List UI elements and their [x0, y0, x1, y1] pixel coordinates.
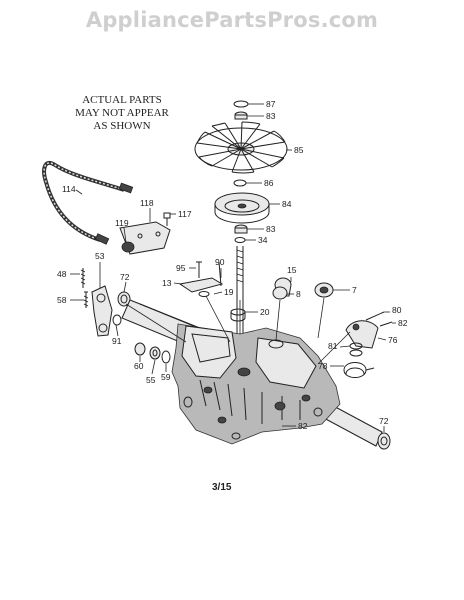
callout-label: 81	[328, 341, 338, 351]
bypass-cable-114	[42, 161, 125, 242]
callout-label: 114	[62, 184, 76, 194]
callout-label: 95	[176, 263, 186, 273]
clip-119	[121, 241, 135, 253]
bolt-95	[196, 261, 202, 278]
bolt-117	[163, 212, 171, 226]
page-number: 3/15	[212, 482, 232, 493]
watermark: AppliancePartsPros.com	[85, 8, 379, 32]
callout-label: 86	[264, 178, 274, 188]
cable-assembly	[42, 161, 171, 255]
callout-label: 83	[266, 224, 276, 234]
callout-label: 118	[140, 198, 154, 208]
callout-label: 34	[258, 235, 268, 245]
bushing-60	[134, 342, 146, 356]
bushing-83-lower-body	[234, 227, 248, 234]
callout-label: 82	[298, 421, 308, 431]
callout-label: 7	[352, 285, 357, 295]
pulley-84	[214, 192, 270, 224]
bushing-83-top-body	[234, 114, 248, 120]
washer-55	[149, 346, 161, 360]
callout-label: 87	[266, 99, 276, 109]
callout-label: 90	[215, 257, 225, 267]
callout-label: 91	[112, 336, 122, 346]
housing-right-block	[255, 337, 317, 389]
callout-label: 58	[57, 295, 67, 305]
housing-upper-block	[181, 325, 237, 379]
pin-80	[365, 311, 385, 321]
callout-label: 78	[318, 361, 328, 371]
o-ring-91	[112, 314, 122, 326]
callout-label: 55	[146, 375, 156, 385]
callout-label: 119	[115, 218, 129, 228]
cooling-fan-85	[194, 121, 288, 174]
callout-label: 85	[294, 145, 304, 155]
cap-8	[272, 286, 288, 300]
ring-19	[198, 291, 210, 297]
retaining-ring-87	[233, 100, 249, 108]
seal-72-right	[377, 432, 391, 450]
right-side-parts	[343, 311, 393, 378]
notice-line: ACTUAL PARTS	[82, 94, 162, 106]
callout-label: 59	[161, 372, 171, 382]
transaxle-housing	[121, 299, 391, 450]
callout-label: 82	[398, 318, 408, 328]
callout-label: 53	[95, 251, 105, 261]
callout-label: 8	[296, 289, 301, 299]
callout-label: 48	[57, 269, 67, 279]
parts-notice: ACTUAL PARTS MAY NOT APPEAR AS SHOWN	[72, 94, 172, 133]
plate-13	[178, 277, 224, 293]
cable-end-fitting	[94, 233, 110, 245]
callout-label: 72	[379, 416, 389, 426]
washer-34	[234, 237, 246, 243]
callout-label: 80	[392, 305, 402, 315]
callout-label: 117	[178, 209, 192, 219]
notice-line: AS SHOWN	[93, 120, 151, 132]
fan-pulley-stack	[194, 100, 288, 342]
center-upper-parts	[178, 261, 334, 322]
ring-86	[233, 179, 247, 187]
control-arm-53	[91, 285, 113, 337]
callout-label: 83	[266, 111, 276, 121]
callout-label: 20	[260, 307, 270, 317]
callout-label: 13	[162, 278, 172, 288]
callout-label: 76	[388, 335, 398, 345]
callout-label: 72	[120, 272, 130, 282]
callout-labels: 87 83 85 86 84 83 34 114 118 117 119 90 …	[57, 99, 408, 431]
callout-label: 15	[287, 265, 297, 275]
left-side-parts	[80, 268, 171, 364]
callout-label: 19	[224, 287, 234, 297]
cable-end-fitting	[118, 182, 134, 194]
rod-90	[218, 261, 222, 287]
input-shaft-spline	[236, 249, 244, 283]
leader-lines	[70, 103, 396, 432]
notice-line: MAY NOT APPEAR	[75, 107, 169, 119]
ring-59	[161, 350, 171, 364]
callout-label: 60	[134, 361, 144, 371]
pin-82-upper	[379, 321, 393, 327]
callout-label: 84	[282, 199, 292, 209]
